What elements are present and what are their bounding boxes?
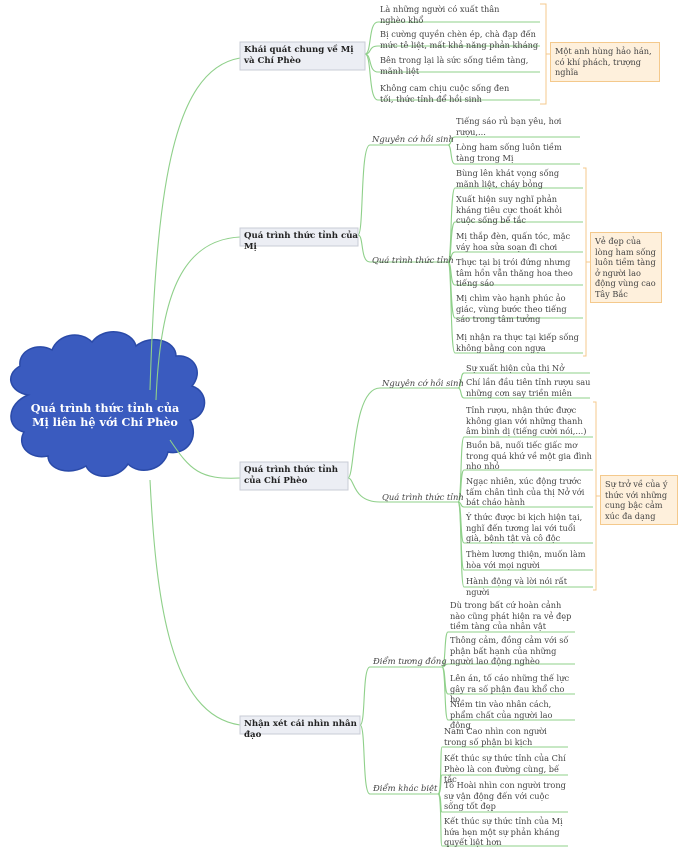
list-item[interactable]: Tô Hoài nhìn con người trong sự vận động… [444,780,566,811]
sub-label-difference[interactable]: Điểm khác biệt [373,783,438,793]
list-item[interactable]: Ngạc nhiên, xúc động trước tấm chân tình… [466,476,585,507]
list-item[interactable]: Buồn bã, nuối tiếc giấc mơ trong quá khứ… [466,440,592,471]
branch-label-chi-pheo[interactable]: Quá trình thức tỉnh của Chí Phèo [244,465,338,486]
sub-label-cause[interactable]: Nguyên cớ hồi sinh [372,134,454,144]
list-item[interactable]: Thực tại bị trói đứng nhưng tâm hồn vẫn … [456,257,573,288]
branch-label-mi[interactable]: Quá trình thức tỉnh của Mị [244,231,359,252]
list-item[interactable]: Không cam chịu cuộc sống đen tối, thức t… [380,83,510,104]
list-item[interactable]: Ý thức được bi kịch hiện tại, nghĩ đến t… [466,512,583,543]
sub-label-process[interactable]: Quá trình thức tỉnh [372,255,454,265]
root-cloud-shape [10,331,206,477]
list-item[interactable]: Dù trong bất cứ hoàn cảnh nào cũng phát … [450,600,572,631]
list-item[interactable]: Kết thúc sự thức tỉnh của Mị hứa hẹn một… [444,816,563,847]
list-item[interactable]: Bùng lên khát vọng sống mãnh liệt, cháy … [456,168,560,189]
list-item[interactable]: Thông cảm, đồng cảm với số phận bất hạnh… [450,635,569,666]
note-box[interactable]: Một anh hùng hảo hán, có khí phách, trượ… [550,42,660,82]
list-item[interactable]: Bị cường quyền chèn ép, chà đạp đến mức … [380,29,539,50]
list-item[interactable]: Mị nhận ra thực tại kiếp sống không bằng… [456,332,579,353]
list-item[interactable]: Là những người có xuất thân nghèo khổ [380,4,500,25]
note-box[interactable]: Sự trở về của ý thức với những cung bậc … [600,475,678,525]
list-item[interactable]: Kết thúc sự thức tỉnh của Chí Phèo là co… [444,753,566,784]
branch-boxes [239,41,366,735]
list-item[interactable]: Lên án, tố cáo những thế lực gây ra số p… [450,673,570,704]
list-item[interactable]: Hành động và lời nói rất người [466,576,567,597]
list-item[interactable]: Chí lần đầu tiên tỉnh rượu sau những cơn… [466,377,591,398]
list-item[interactable]: Tỉnh rượu, nhận thức được không gian với… [466,405,587,436]
list-item[interactable]: Lòng ham sống luôn tiềm tàng trong Mị [456,142,562,163]
sub-label-similarity[interactable]: Điểm tương đồng [373,656,447,666]
list-item[interactable]: Thèm lương thiện, muốn làm hòa với mọi n… [466,549,586,570]
list-item[interactable]: Mị thắp đèn, quấn tóc, mặc váy hoa sửa s… [456,231,571,252]
list-item[interactable]: Nam Cao nhìn con người trong số phận bi … [444,726,547,747]
sub-label-process[interactable]: Quá trình thức tỉnh [382,492,464,502]
list-item[interactable]: Niềm tin vào nhân cách, phẩm chất của ng… [450,699,553,730]
branch-label-overview[interactable]: Khái quát chung về Mị và Chí Phèo [244,45,354,66]
note-brackets [540,3,600,591]
list-item[interactable]: Bên trong lại là sức sống tiềm tàng, mãn… [380,55,529,76]
root-title[interactable]: Quá trình thức tỉnh của Mị liên hệ với C… [30,401,180,429]
list-item[interactable]: Tiếng sáo rủ bạn yêu, hơi rượu,... [456,116,562,137]
branch-label-humanism[interactable]: Nhận xét cái nhìn nhân đạo [244,719,357,740]
list-item[interactable]: Mị chìm vào hạnh phúc ảo giác, vùng bước… [456,293,567,324]
sub-label-cause[interactable]: Nguyên cớ hồi sinh [382,378,464,388]
list-item[interactable]: Sự xuất hiện của thị Nở [466,363,565,373]
note-box[interactable]: Vẻ đẹp của lòng ham sống luôn tiềm tàng … [590,232,662,303]
branch-connectors [149,21,593,847]
list-item[interactable]: Xuất hiện suy nghĩ phản kháng tiêu cực t… [456,194,562,225]
